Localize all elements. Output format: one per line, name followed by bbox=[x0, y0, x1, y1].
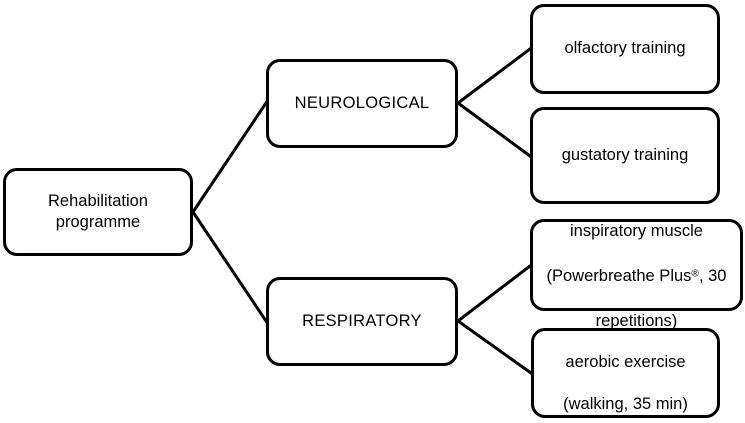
aerobic-line-2: (walking, 35 min) bbox=[563, 395, 688, 414]
edge-respiratory-to-aerobic bbox=[455, 318, 534, 376]
inspiratory-line-2-prefix: (Powerbreathe Plus bbox=[546, 267, 692, 285]
edge-root-to-respiratory bbox=[190, 209, 269, 324]
inspiratory-line-2-suffix: , 30 bbox=[698, 267, 727, 285]
registered-trademark-icon: ® bbox=[691, 268, 699, 280]
node-gustatory-training[interactable]: gustatory training bbox=[530, 107, 720, 204]
node-label-olfactory-training: olfactory training bbox=[564, 39, 686, 58]
node-label-neurological: NEUROLOGICAL bbox=[294, 93, 430, 112]
node-aerobic-exercise[interactable]: aerobic exercise (walking, 35 min) bbox=[531, 328, 720, 418]
node-rehabilitation-programme[interactable]: Rehabilitation programme bbox=[3, 168, 193, 256]
edge-root-to-neurological bbox=[190, 100, 269, 215]
inspiratory-line-1: inspiratory muscle bbox=[570, 222, 703, 241]
edge-neurological-to-gustatory bbox=[455, 100, 533, 159]
node-inspiratory-muscle[interactable]: inspiratory muscle (Powerbreathe Plus®, … bbox=[530, 219, 743, 330]
node-label-gustatory-training: gustatory training bbox=[561, 145, 689, 164]
node-olfactory-training[interactable]: olfactory training bbox=[530, 4, 720, 94]
node-label-aerobic-exercise: aerobic exercise (walking, 35 min) bbox=[557, 331, 694, 415]
aerobic-line-1: aerobic exercise bbox=[565, 352, 686, 371]
node-label-respiratory: RESPIRATORY bbox=[302, 311, 422, 330]
edge-respiratory-to-inspiratory bbox=[455, 263, 533, 324]
edge-neurological-to-olfactory bbox=[455, 46, 533, 106]
node-respiratory[interactable]: RESPIRATORY bbox=[266, 277, 458, 366]
node-label-rehabilitation-programme: Rehabilitation programme bbox=[48, 191, 148, 231]
node-label-inspiratory-muscle: inspiratory muscle (Powerbreathe Plus®, … bbox=[543, 198, 731, 332]
inspiratory-line-3: repetitions) bbox=[595, 311, 678, 330]
node-neurological[interactable]: NEUROLOGICAL bbox=[266, 59, 458, 148]
